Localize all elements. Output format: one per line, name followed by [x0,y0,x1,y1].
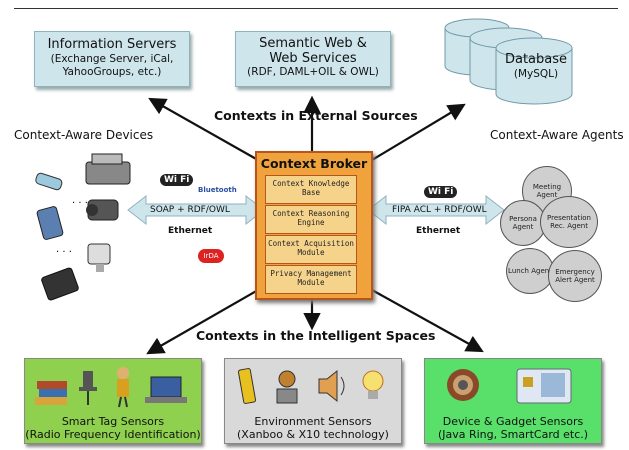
devices-wifi-badge: Wi Fi [160,174,194,186]
environment-sensors-box: Environment Sensors (Xanboo & X10 techno… [224,358,402,444]
phone-icon [35,172,63,191]
lightbulb-icon [362,370,384,399]
reasoning-engine-module: Context Reasoning Engine [265,205,357,234]
tablet-icon [41,267,79,301]
devices-label: Context-Aware Devices [14,128,154,142]
context-broker-title: Context Broker [260,156,368,171]
emergency-agent: Emergency Alert Agent [548,250,602,302]
camcorder-icon [86,199,119,221]
semantic-web-box: Semantic Web & Web Services (RDF, DAML+O… [235,31,391,87]
environment-title: Environment Sensors [254,415,372,428]
environment-detail: (Xanboo & X10 technology) [237,428,389,441]
top-rule [14,8,618,9]
intelligent-spaces-heading: Contexts in the Intelligent Spaces [196,328,436,343]
arrow-to-gadget [371,289,484,353]
environment-icons [237,368,384,404]
laptop-icon [145,376,187,403]
smart-tag-icons [35,367,187,408]
agents-wifi-badge: Wi Fi [424,186,458,198]
lunch-agent: Lunch Agent [506,248,554,294]
imac-icon [87,243,111,272]
device-icons: . . . . . . [35,153,131,301]
pda-icon [36,206,64,240]
svg-text:. . .: . . . [72,195,88,206]
privacy-module: Privacy Management Module [265,265,357,294]
semantic-web-detail: (RDF, DAML+OIL & OWL) [247,66,379,78]
arrow-to-smart-tag [146,289,259,355]
java-ring-icon [447,369,479,401]
devices-network: Ethernet [168,226,213,236]
agents-label: Context-Aware Agents [490,128,624,142]
presentation-agent: Presentation Rec. Agent [540,196,598,248]
arrow-to-info-servers [148,97,259,161]
semantic-web-title: Semantic Web & Web Services [259,36,367,66]
smart-tag-title: Smart Tag Sensors [61,415,165,428]
smart-tag-sensors-box: Smart Tag Sensors (Radio Frequency Ident… [24,358,202,444]
gadget-title: Device & Gadget Sensors [442,415,584,428]
books-icon [35,381,67,405]
agents-network: Ethernet [416,226,461,236]
gadget-sensors-box: Device & Gadget Sensors (Java Ring, Smar… [424,358,602,444]
database-detail: (MySQL) [513,68,559,80]
chair-icon [79,371,97,405]
persona-agent: Persona Agent [500,200,546,246]
acquisition-module: Context Acquisition Module [265,235,357,264]
arrow-to-database [371,103,466,161]
speaker-icon [318,369,345,403]
gadget-icons [447,368,572,404]
devices-protocol: SOAP + RDF/OWL [150,205,230,215]
irda-badge: IrDA [198,249,224,263]
printer-icon [85,153,131,185]
alarm-bell-icon [276,370,298,404]
smartcard-icon [516,368,572,404]
information-servers-box: Information Servers (Exchange Server, iC… [34,31,190,87]
person-icon [117,367,129,408]
external-sources-heading: Contexts in External Sources [214,108,418,123]
bluetooth-label: Bluetooth [198,186,237,194]
database-title: Database [504,52,568,67]
information-servers-title: Information Servers [47,37,177,52]
svg-text:. . .: . . . [56,244,72,255]
database-cylinders [444,18,573,105]
smart-tag-detail: (Radio Frequency Identification) [25,428,201,441]
information-servers-detail: (Exchange Server, iCal, YahooGroups, etc… [50,53,174,78]
knowledge-base-module: Context Knowledge Base [265,175,357,204]
context-broker: Context Broker Context Knowledge Base Co… [255,151,373,300]
gadget-detail: (Java Ring, SmartCard etc.) [437,428,589,441]
sensor-device-icon [237,368,257,404]
agents-protocol: FIPA ACL + RDF/OWL [392,205,487,215]
